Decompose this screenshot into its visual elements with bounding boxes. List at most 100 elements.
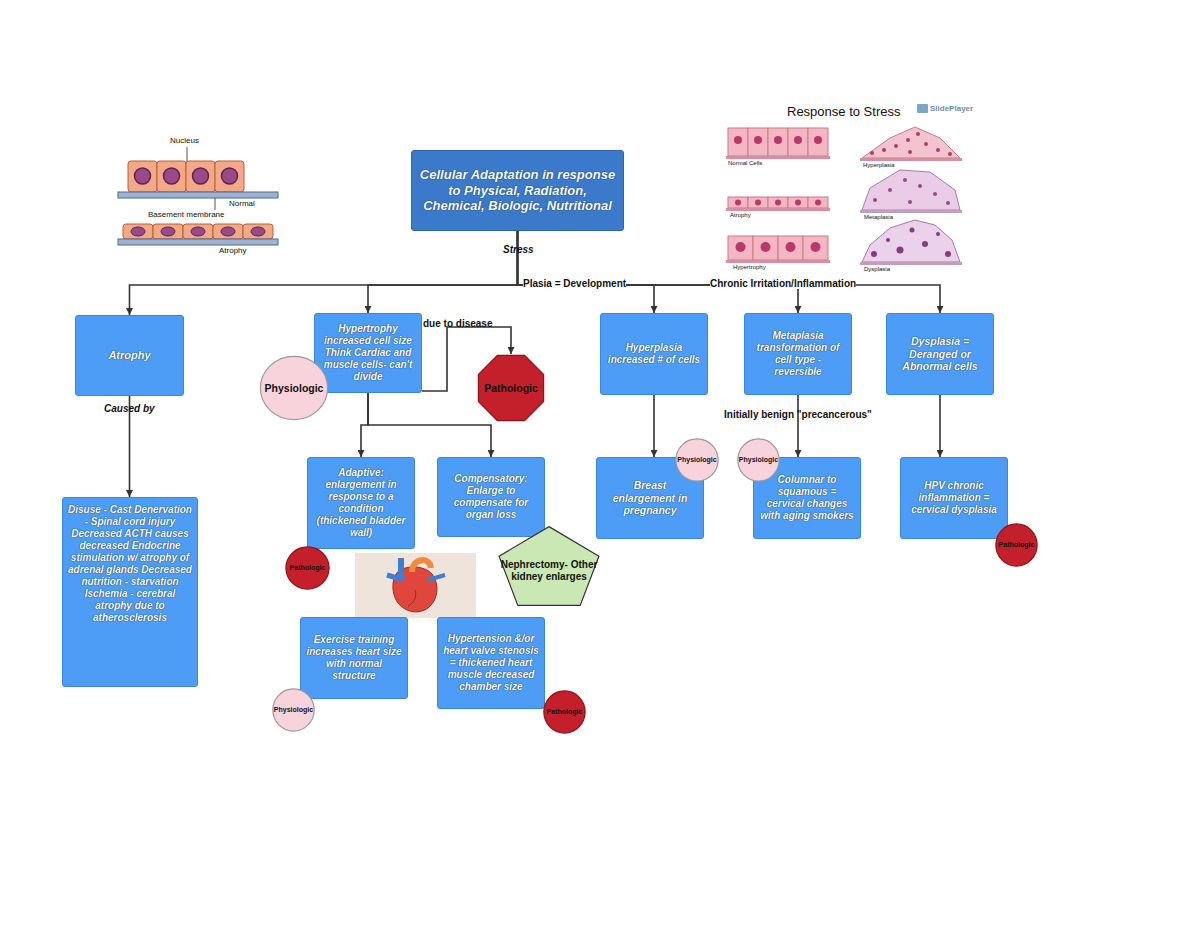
hyperplasia-cells bbox=[860, 127, 962, 161]
node-text: Physiologic bbox=[677, 456, 716, 464]
atrophy-cells bbox=[808, 197, 828, 208]
heart-illustration bbox=[412, 560, 431, 572]
metaplasia-cells bbox=[888, 188, 892, 192]
basement-membrane bbox=[118, 192, 278, 198]
diagram-label: Response to Stress bbox=[787, 104, 900, 119]
connector-arrow bbox=[129, 396, 131, 497]
hyperplasia-cells bbox=[936, 148, 940, 152]
connector-arrow bbox=[653, 395, 655, 457]
basement-membrane bbox=[118, 239, 278, 245]
metaplasia-cells bbox=[908, 200, 912, 204]
atrophy-cells bbox=[795, 200, 801, 206]
node-text: Hypertrophy increased cell size Think Ca… bbox=[320, 323, 416, 383]
connector-arrow bbox=[368, 393, 491, 457]
node-text: Disuse - Cast Denervation - Spinal cord … bbox=[68, 504, 192, 624]
cause-box: Disuse - Cast Denervation - Spinal cord … bbox=[62, 497, 198, 687]
atrophic-cell bbox=[213, 224, 243, 239]
atrophy-cells bbox=[728, 197, 748, 208]
hypertrophy-cells bbox=[726, 236, 830, 263]
normal-cells bbox=[768, 128, 788, 156]
hyperplasia-cells bbox=[924, 142, 928, 146]
connector-arrow bbox=[939, 395, 941, 457]
hyperplasia-cells bbox=[882, 148, 886, 152]
cell-nucleus bbox=[193, 168, 209, 184]
hyperplasia-cells bbox=[862, 127, 960, 158]
adaptation-box: Metaplasia transformation of cell type -… bbox=[744, 313, 852, 395]
atrophy-cells bbox=[748, 197, 768, 208]
diagram-label: Atrophy bbox=[219, 246, 247, 255]
node-outline-shape bbox=[286, 547, 329, 589]
normal-cells bbox=[808, 128, 828, 156]
heart-illustration bbox=[428, 575, 445, 580]
diagram-label: Normal Cells bbox=[728, 160, 762, 166]
node-outline-shape bbox=[273, 689, 314, 731]
atrophy-cells bbox=[726, 208, 830, 211]
dysplasia-cells bbox=[936, 232, 940, 236]
example-box: Hypertension &/or heart valve stenosis =… bbox=[437, 617, 545, 709]
diagram-label: Plasia = Development bbox=[523, 278, 626, 289]
metaplasia-cells bbox=[873, 198, 877, 202]
node-text: Adaptive: enlargement in response to a c… bbox=[313, 467, 409, 539]
stress-response-illustration bbox=[712, 100, 982, 272]
normal-cell bbox=[215, 161, 244, 192]
diagram-label: Dysplasia bbox=[864, 266, 890, 272]
node-text: Hyperplasia increased # of cells bbox=[606, 342, 702, 366]
dysplasia-cells bbox=[871, 251, 877, 257]
example-box: HPV chronic inflammation = cervical dysp… bbox=[900, 457, 1008, 539]
heart-illustration bbox=[355, 553, 476, 618]
diagram-label: Metaplasia bbox=[864, 214, 893, 220]
node-text: Hypertension &/or heart valve stenosis =… bbox=[443, 633, 539, 693]
metaplasia-cells bbox=[860, 170, 962, 213]
atrophy-illustration bbox=[97, 135, 283, 262]
node-text: Columnar to squamous = cervical changes … bbox=[759, 474, 855, 522]
atrophy-illustration bbox=[97, 135, 283, 262]
normal-cells bbox=[754, 136, 762, 144]
node-text: Physiologic bbox=[274, 706, 313, 714]
normal-cells bbox=[788, 128, 808, 156]
diagram-label: Hypertrophy bbox=[733, 264, 766, 270]
hypertrophy-cells bbox=[728, 236, 753, 260]
node-text: Physiologic bbox=[739, 456, 778, 464]
cell-nucleus bbox=[161, 227, 175, 236]
normal-cells bbox=[814, 136, 822, 144]
connector-arrow bbox=[518, 231, 655, 313]
node-text: HPV chronic inflammation = cervical dysp… bbox=[906, 480, 1002, 516]
hyperplasia-cells bbox=[870, 151, 874, 155]
heart-illustration bbox=[408, 590, 416, 606]
atrophy-cells bbox=[726, 197, 830, 211]
dysplasia-cells bbox=[862, 220, 960, 262]
logo-icon bbox=[917, 104, 928, 113]
node-text: Physiologic bbox=[265, 382, 324, 395]
normal-cells bbox=[726, 156, 830, 159]
metaplasia-cells bbox=[862, 170, 960, 210]
atrophy-cells bbox=[755, 200, 761, 206]
cell-nucleus bbox=[191, 227, 205, 236]
example-badge: Nephrectomy- Other kidney enlarges bbox=[497, 525, 601, 607]
node-outline-shape bbox=[996, 524, 1037, 566]
example-box: Exercise training increases heart size w… bbox=[300, 617, 408, 699]
node-outline-shape bbox=[544, 691, 585, 733]
heart-illustration bbox=[355, 553, 476, 618]
metaplasia-cells bbox=[918, 184, 922, 188]
dysplasia-cells bbox=[897, 247, 904, 254]
normal-cells bbox=[774, 136, 782, 144]
connector-arrow bbox=[797, 395, 799, 457]
adaptation-box: Hypertrophy increased cell size Think Ca… bbox=[314, 313, 422, 393]
metaplasia-cells bbox=[860, 210, 962, 213]
connector-arrow bbox=[361, 393, 368, 457]
atrophy-cells bbox=[768, 197, 788, 208]
normal-cells bbox=[794, 136, 802, 144]
cell-nucleus bbox=[221, 227, 235, 236]
dysplasia-cells bbox=[860, 220, 962, 265]
physiologic-badge: Physiologic bbox=[259, 355, 329, 421]
atrophic-cell bbox=[123, 224, 153, 239]
connector-arrow bbox=[130, 231, 518, 315]
adaptation-box: Atrophy bbox=[75, 315, 184, 396]
cell-nucleus bbox=[164, 168, 180, 184]
diagram-label: SlidePlayer bbox=[930, 104, 973, 113]
pathologic-badge: Pathologic bbox=[995, 523, 1038, 567]
diagram-label: Chronic Irritation/Inflammation bbox=[710, 278, 856, 289]
hypertrophy-cells bbox=[753, 236, 778, 260]
